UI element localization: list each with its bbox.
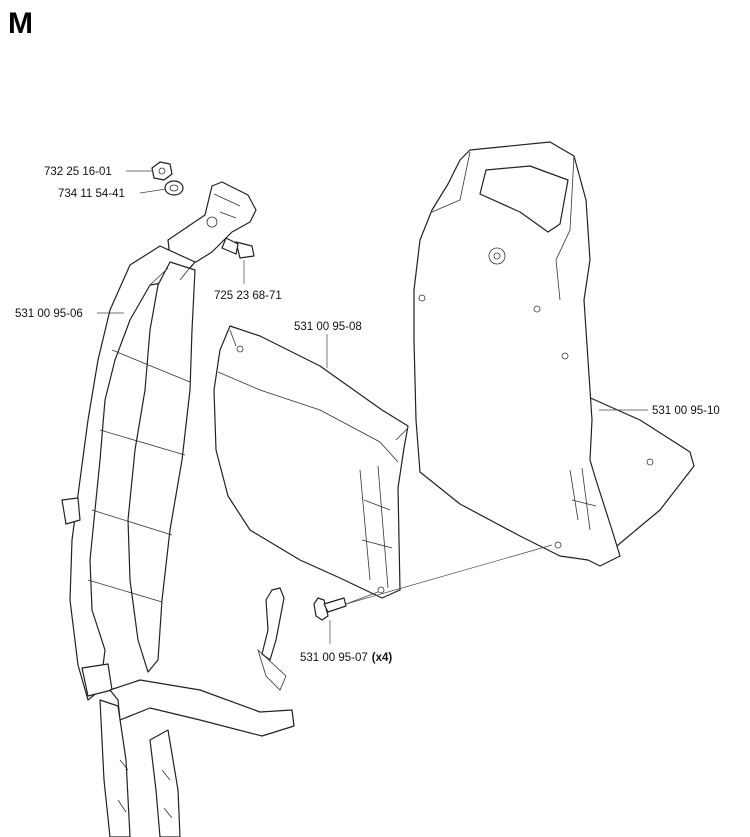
- hip-pad-drawing: [213, 325, 409, 599]
- label-screw-number: 531 00 95-07: [300, 652, 368, 664]
- back-plate-pad-drawing: [413, 141, 695, 567]
- label-screw: 531 00 95-07 (x4): [300, 652, 392, 664]
- section-letter: M: [8, 7, 33, 40]
- bolt-drawing: [221, 237, 255, 259]
- label-hip-pad: 531 00 95-08: [294, 321, 362, 333]
- harness-drawing: [61, 181, 295, 837]
- label-bolt: 725 23 68-71: [214, 290, 282, 302]
- leader-lines: [97, 170, 648, 644]
- label-harness: 531 00 95-06: [15, 308, 83, 320]
- nut-drawing: [151, 161, 173, 181]
- label-screw-quantity: (x4): [372, 652, 393, 664]
- label-nut: 732 25 16-01: [44, 166, 112, 178]
- screw-drawing: [313, 597, 347, 621]
- label-washer: 734 11 54-41: [58, 188, 125, 200]
- washer-drawing: [164, 180, 184, 196]
- label-back-plate-pad: 531 00 95-10: [652, 405, 720, 417]
